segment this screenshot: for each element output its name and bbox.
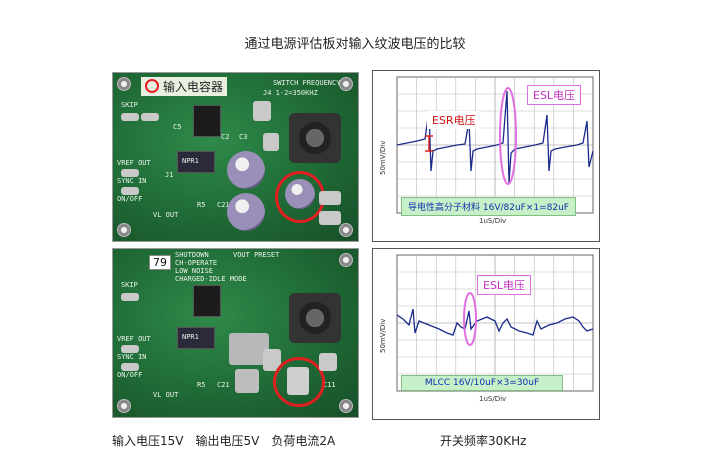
input-capacitor-legend: 输入电容器 xyxy=(141,77,228,96)
bottom-capacitor-note: MLCC 16V/10uF×3=30uF xyxy=(401,375,563,391)
bottom-esl-voltage-label: ESL电压 xyxy=(477,275,532,295)
legend-ring-icon xyxy=(145,79,159,93)
top-board-photo: SWITCH FREQUENCY J4 1-2=350KHZ SKIP VREF… xyxy=(112,72,359,242)
bottom-x-axis-label: 1uS/Div xyxy=(479,395,507,403)
test-conditions-caption: 输入电压15V 输出电压5V 负荷电流2A xyxy=(112,434,336,448)
top-ripple-trace xyxy=(396,90,594,184)
bottom-ripple-trace xyxy=(396,308,594,336)
top-esl-voltage-label: ESL电压 xyxy=(527,85,582,105)
esr-voltage-label: ESR电压 xyxy=(427,111,481,129)
top-capacitor-highlight xyxy=(275,171,325,223)
top-oscilloscope-panel: 50mV/Div 1uS/Div ESR电压 ESL电压 导电性高分子材料 16… xyxy=(372,70,600,242)
top-x-axis-label: 1uS/Div xyxy=(479,217,507,225)
bottom-capacitor-highlight xyxy=(273,357,325,407)
bottom-y-axis-label: 50mV/Div xyxy=(379,318,387,353)
bottom-board-photo: 79 SHUTDOWN VOUT PRESET CH-OPERATE LOW N… xyxy=(112,248,359,418)
switching-frequency-caption: 开关频率30KHz xyxy=(440,434,527,448)
bottom-oscilloscope-panel: 50mV/Div 1uS/Div ESL电压 MLCC 16V/10uF×3=3… xyxy=(372,248,600,420)
top-capacitor-note: 导电性高分子材料 16V/82uF×1=82uF xyxy=(401,197,576,216)
top-y-axis-label: 50mV/Div xyxy=(379,140,387,175)
board-number-label: 79 xyxy=(149,255,171,270)
page-title: 通过电源评估板对输入纹波电压的比较 xyxy=(244,37,466,52)
